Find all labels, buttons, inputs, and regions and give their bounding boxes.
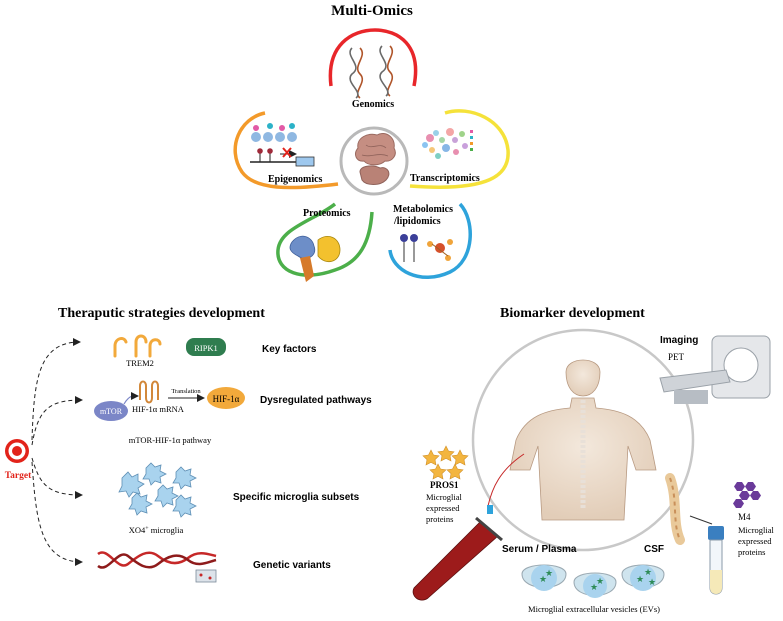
dna-helix-icon [349, 45, 394, 99]
svg-text:★: ★ [590, 582, 598, 592]
microglia-cluster-icon [118, 462, 197, 518]
m4-desc-2: expressed [738, 536, 772, 546]
histone-icon [251, 123, 297, 142]
page-title: Multi-Omics [331, 3, 413, 19]
ev-vesicle-1: ★★ [521, 564, 567, 591]
genomics-section: Genomics [328, 28, 418, 110]
svg-text:★: ★ [545, 568, 553, 578]
pet-label: PET [668, 352, 685, 362]
epigenomics-arc [233, 111, 339, 190]
human-body-icon [509, 359, 657, 521]
svg-text:★: ★ [539, 574, 547, 584]
m4-desc-1: Microglial [738, 525, 775, 535]
ev-vesicle-2: ★★ [573, 572, 617, 598]
variants-row: Genetic variants [97, 551, 331, 583]
genomics-label: Genomics [352, 99, 394, 110]
target-label: Target [5, 471, 32, 481]
arrow-dysregulated [31, 396, 83, 446]
metabolomics-label: Metabolomics [393, 204, 453, 215]
proteomics-label: Proteomics [303, 208, 351, 219]
transcriptomics-arc [409, 109, 510, 189]
methylation-icon [250, 147, 315, 167]
m4-label: M4 [738, 512, 751, 522]
csf-tube-icon [708, 526, 724, 595]
key-factors-row: TREM2 RIPK1 Key factors [113, 334, 317, 368]
metabolomics-section: Metabolomics /lipidomics [388, 202, 472, 279]
svg-text:★: ★ [636, 574, 644, 584]
transcriptomics-label: Transcriptomics [410, 173, 480, 184]
pros1-label: PROS1 [430, 480, 459, 490]
pros1-desc-3: proteins [426, 514, 453, 524]
trem2-icon [113, 334, 162, 358]
arrow-variants [31, 461, 83, 566]
pros1-desc-2: expressed [426, 503, 460, 513]
proteomics-arc [276, 202, 374, 277]
mtor-node [94, 401, 128, 421]
svg-text:★: ★ [648, 577, 656, 587]
key-factors-label: Key factors [262, 344, 317, 355]
svg-text:★: ★ [644, 567, 652, 577]
dysregulated-row: mTOR HIF-1α mRNA Translation HIF-1α Dysr… [94, 380, 372, 445]
pros1-desc-1: Microglial [426, 492, 463, 502]
evs-label: Microglial extracellular vesicles (EVs) [528, 604, 660, 614]
imaging-label: Imaging [660, 335, 698, 346]
m4-hexagons-icon [733, 482, 761, 508]
pros1-stars-icon [422, 445, 469, 480]
umap-cluster-icon [422, 128, 473, 159]
target-arrows [31, 338, 83, 566]
hif-label: HIF-1α [213, 394, 240, 404]
epigenomics-section: Epigenomics [233, 111, 339, 190]
dysregulated-label: Dysregulated pathways [260, 395, 372, 406]
hif-mrna-label: HIF-1α mRNA [132, 404, 185, 414]
lipid-icon [400, 234, 453, 262]
svg-text:★: ★ [596, 576, 604, 586]
xo4-label: XO4+ microglia [129, 525, 184, 535]
subsets-label: Specific microglia subsets [233, 492, 360, 503]
pet-scanner-icon [659, 335, 771, 404]
translation-label: Translation [171, 388, 201, 395]
epigenomics-label: Epigenomics [268, 174, 323, 185]
trem2-label: TREM2 [126, 358, 154, 368]
protein-structure-icon [289, 235, 341, 282]
mtor-to-mrna-arrow [123, 391, 139, 405]
brain-center [339, 126, 409, 196]
variants-label: Genetic variants [253, 560, 331, 571]
genomics-arc [328, 28, 418, 87]
ripk1-label: RIPK1 [194, 343, 218, 353]
lipidomics-label: /lipidomics [393, 216, 441, 227]
csf-label: CSF [644, 544, 664, 555]
proteomics-section: Proteomics [276, 202, 374, 282]
therapeutic-heading: Theraputic strategies development [58, 306, 265, 321]
evs-icons: ★★ ★★ ★★★ [521, 564, 665, 598]
arrow-subsets [31, 457, 83, 499]
target-group: Target [5, 439, 32, 481]
mrna-icon [139, 380, 159, 404]
subsets-row: XO4+ microglia Specific microglia subset… [118, 462, 360, 535]
serum-plasma-label: Serum / Plasma [502, 544, 577, 555]
hif-node [207, 387, 245, 409]
transcriptomics-section: Transcriptomics [409, 109, 510, 189]
blood-tube-icon [412, 453, 525, 601]
ev-vesicle-3: ★★★ [621, 564, 665, 591]
metabolomics-arc [388, 202, 472, 279]
mtor-label: mTOR [100, 407, 123, 416]
dna-variant-icon [97, 551, 217, 569]
arrow-key-factors [31, 338, 81, 441]
spine-icon [665, 473, 685, 545]
biomarker-heading: Biomarker development [500, 306, 645, 321]
mtor-pathway-label: mTOR-HIF-1α pathway [129, 435, 212, 445]
brain-icon [355, 133, 396, 166]
ripk1-badge [186, 338, 226, 356]
m4-desc-3: proteins [738, 547, 765, 557]
